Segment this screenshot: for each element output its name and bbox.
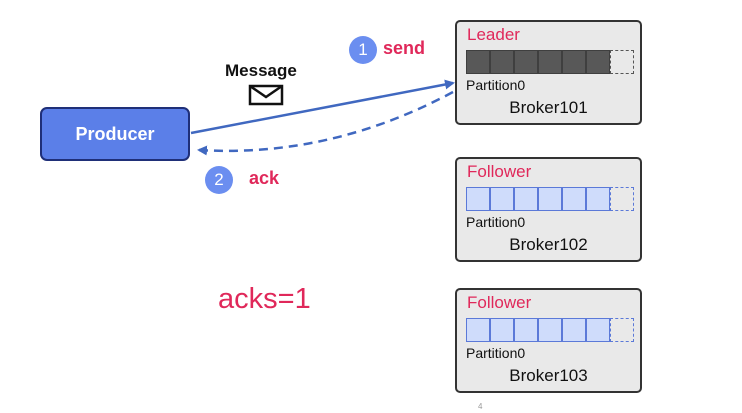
partition-segment bbox=[514, 187, 538, 211]
broker-name: Broker101 bbox=[509, 98, 588, 117]
partition-segment bbox=[562, 50, 586, 74]
send-arrow bbox=[190, 79, 455, 135]
partition-segment-empty bbox=[610, 318, 634, 342]
broker-role-follower: Follower bbox=[467, 162, 532, 181]
partition-label: Partition0 bbox=[466, 214, 526, 230]
partition-segment bbox=[466, 187, 490, 211]
step-1-circle: 1 bbox=[349, 36, 377, 64]
broker-name: Broker103 bbox=[509, 366, 588, 385]
partition-segment bbox=[562, 187, 586, 211]
partition-segment bbox=[586, 50, 610, 74]
producer-label: Producer bbox=[75, 123, 155, 144]
partition-segment bbox=[514, 50, 538, 74]
broker-101: Leader Partition0 Broker101 bbox=[455, 20, 642, 125]
step-2-circle: 2 bbox=[205, 166, 233, 194]
producer-box: Producer bbox=[40, 107, 190, 161]
page-number: 4 bbox=[478, 402, 483, 411]
partition-segment bbox=[490, 50, 514, 74]
message-label: Message bbox=[225, 61, 297, 80]
partition-segment-empty bbox=[610, 50, 634, 74]
partition-segment bbox=[562, 318, 586, 342]
acks-setting-label: acks=1 bbox=[218, 283, 311, 315]
partition-segment bbox=[490, 187, 514, 211]
partition-label: Partition0 bbox=[466, 345, 526, 361]
broker-name: Broker102 bbox=[509, 235, 588, 254]
ack-arrow bbox=[197, 90, 454, 156]
broker-103: Follower Partition0 Broker103 bbox=[455, 288, 642, 393]
partition-segment bbox=[538, 318, 562, 342]
partition-log-bar bbox=[466, 318, 634, 342]
broker-role-follower: Follower bbox=[467, 293, 532, 312]
partition-segment bbox=[538, 187, 562, 211]
partition-log-bar bbox=[466, 50, 634, 74]
send-label: send bbox=[383, 38, 426, 58]
partition-segment bbox=[514, 318, 538, 342]
partition-log-bar bbox=[466, 187, 634, 211]
partition-segment bbox=[586, 187, 610, 211]
partition-label: Partition0 bbox=[466, 77, 526, 93]
ack-label: ack bbox=[249, 168, 280, 188]
envelope-icon bbox=[248, 84, 284, 106]
partition-segment-empty bbox=[610, 187, 634, 211]
partition-segment bbox=[586, 318, 610, 342]
partition-segment bbox=[466, 50, 490, 74]
broker-102: Follower Partition0 Broker102 bbox=[455, 157, 642, 262]
partition-segment bbox=[490, 318, 514, 342]
partition-segment bbox=[538, 50, 562, 74]
partition-segment bbox=[466, 318, 490, 342]
broker-role-leader: Leader bbox=[467, 25, 520, 44]
